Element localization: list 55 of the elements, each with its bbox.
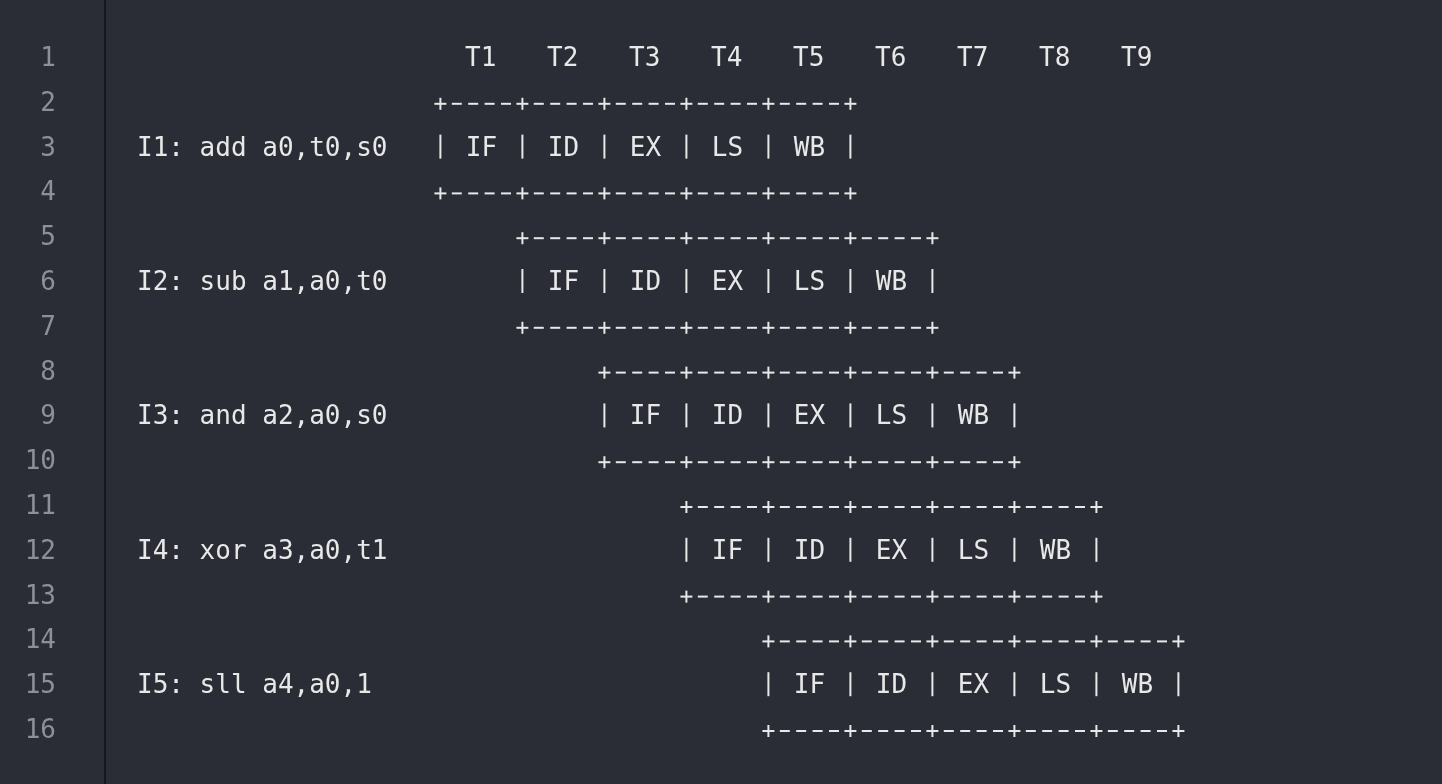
- instruction-label: I3: and a2,a0,s0: [137, 400, 388, 431]
- time-step-label: T7: [957, 42, 989, 72]
- line-number: 11: [23, 490, 56, 520]
- pipeline-stage-label: LS: [711, 131, 744, 162]
- instruction-label: I1: add a0,t0,s0: [137, 131, 388, 162]
- instruction-label: I2: sub a1,a0,t0: [137, 266, 388, 296]
- time-step-label: T9: [1121, 42, 1153, 72]
- line-number: 8: [39, 355, 56, 386]
- pipeline-stage-label: IF: [465, 131, 498, 162]
- line-number: 1: [39, 42, 56, 72]
- pipeline-stage-label: EX: [875, 534, 908, 565]
- line-number: 9: [39, 400, 56, 431]
- time-step-label: T3: [629, 42, 661, 72]
- line-number: 4: [39, 176, 56, 207]
- pipeline-stage-label: IF: [793, 669, 826, 700]
- pipeline-stage-label: IF: [547, 266, 580, 296]
- pipeline-stage-label: WB: [875, 266, 908, 296]
- line-number: 2: [39, 86, 56, 117]
- pipeline-stage-label: LS: [1039, 669, 1072, 700]
- time-step-label: T1: [465, 42, 497, 72]
- pipeline-stage-label: EX: [629, 131, 662, 162]
- pipeline-stage-label: LS: [875, 400, 908, 431]
- pipeline-stage-label: WB: [1039, 534, 1072, 565]
- line-number: 10: [23, 445, 56, 476]
- time-step-label: T6: [875, 42, 907, 72]
- instruction-label: I4: xor a3,a0,t1: [137, 534, 388, 565]
- pipeline-stage-label: LS: [957, 534, 990, 565]
- pipeline-stage-label: ID: [629, 266, 662, 296]
- pipeline-stage-label: EX: [957, 669, 990, 700]
- line-number: 13: [23, 579, 56, 610]
- time-step-label: T4: [711, 42, 743, 72]
- pipeline-stage-label: IF: [711, 534, 744, 565]
- pipeline-stage-label: WB: [1121, 669, 1154, 700]
- line-number: 14: [23, 624, 56, 655]
- pipeline-stage-label: ID: [875, 669, 908, 700]
- line-number: 12: [23, 534, 56, 565]
- time-step-label: T5: [793, 42, 825, 72]
- line-number: 6: [39, 266, 56, 296]
- time-step-label: T8: [1039, 42, 1071, 72]
- line-number: 3: [39, 131, 56, 162]
- time-step-label: T2: [547, 42, 579, 72]
- line-number: 16: [23, 714, 56, 744]
- pipeline-stage-label: WB: [793, 131, 826, 162]
- line-number: 15: [23, 669, 56, 700]
- pipeline-stage-label: ID: [793, 534, 826, 565]
- pipeline-stage-label: EX: [711, 266, 744, 296]
- line-number: 7: [39, 310, 56, 341]
- line-number: 5: [39, 221, 56, 252]
- pipeline-stage-label: EX: [793, 400, 826, 431]
- instruction-label: I5: sll a4,a0,1: [137, 669, 372, 700]
- pipeline-stage-label: ID: [711, 400, 744, 431]
- pipeline-stage-label: IF: [629, 400, 662, 431]
- pipeline-stage-label: ID: [547, 131, 580, 162]
- pipeline-stage-label: LS: [793, 266, 826, 296]
- pipeline-stage-label: WB: [957, 400, 990, 431]
